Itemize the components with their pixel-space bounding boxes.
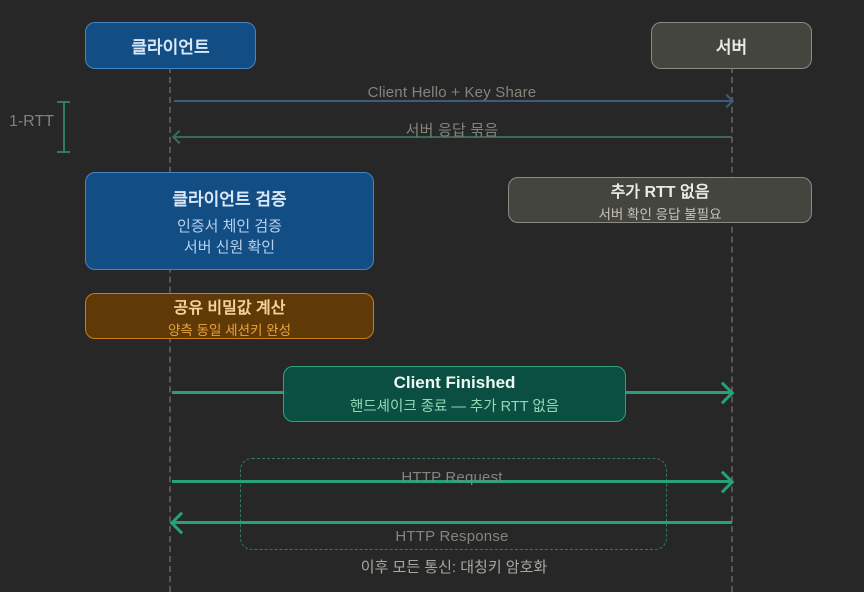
arrow-line	[173, 521, 732, 524]
message-label-http-request: HTTP Request	[401, 469, 503, 486]
no-extra-rtt-subtitle: 서버 확인 응답 불필요	[598, 206, 722, 222]
client-finished-note: Client Finished 핸드셰이크 종료 — 추가 RTT 없음	[283, 366, 626, 422]
client-finished-title: Client Finished	[393, 372, 516, 392]
shared-secret-title: 공유 비밀값 계산	[173, 299, 286, 317]
arrow-line	[174, 100, 732, 102]
no-extra-rtt-title: 추가 RTT 없음	[610, 183, 710, 201]
client-validation-line: 인증서 체인 검증	[177, 217, 282, 235]
shared-secret-subtitle: 양측 동일 세션키 완성	[167, 322, 292, 338]
message-label-server-response: 서버 응답 묶음	[405, 122, 499, 139]
client-validation-line: 서버 신원 확인	[183, 238, 276, 256]
client-validation-note: 클라이언트 검증 인증서 체인 검증 서버 신원 확인	[85, 172, 374, 270]
encrypted-app-data-container	[240, 458, 667, 550]
shared-secret-note: 공유 비밀값 계산 양측 동일 세션키 완성	[85, 293, 374, 339]
rtt-bracket	[57, 101, 70, 153]
arrow-line	[174, 136, 732, 138]
no-extra-rtt-note: 추가 RTT 없음 서버 확인 응답 불필요	[508, 177, 812, 223]
rtt-label: 1-RTT	[8, 113, 54, 130]
client-finished-subtitle: 핸드셰이크 종료 — 추가 RTT 없음	[349, 398, 560, 415]
client-actor-box: 클라이언트	[85, 22, 256, 69]
server-actor-label: 서버	[715, 38, 748, 57]
arrow-line	[172, 480, 731, 483]
server-actor-box: 서버	[651, 22, 812, 69]
client-actor-label: 클라이언트	[131, 38, 210, 57]
footer-note: 이후 모든 통신: 대칭키 암호화	[360, 559, 548, 576]
server-lifeline	[731, 67, 733, 592]
client-validation-title: 클라이언트 검증	[172, 189, 287, 209]
message-label-client-hello: Client Hello + Key Share	[367, 84, 537, 101]
message-label-http-response: HTTP Response	[395, 528, 509, 545]
